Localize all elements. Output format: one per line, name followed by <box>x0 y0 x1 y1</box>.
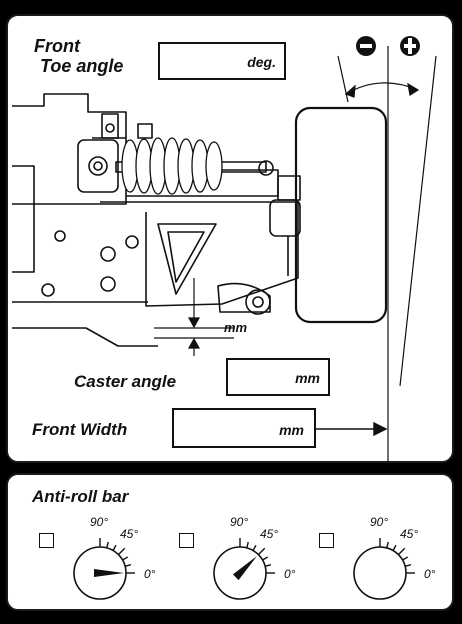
antiroll-title: Anti-roll bar <box>32 487 129 506</box>
dial-2-pointer <box>232 556 257 581</box>
dial-3-tick-60 <box>392 544 397 551</box>
toe-angle-field[interactable]: deg. <box>158 42 286 80</box>
dial2-tick-0: 0° <box>284 567 296 581</box>
dial1-tick-90: 90° <box>90 515 109 529</box>
dial-2-tick-45 <box>257 547 266 556</box>
setup-panel: Front Toe angle deg. mm Caster angle mm … <box>6 14 454 463</box>
dial-2-tick-60 <box>252 544 257 551</box>
dial-3-tick-30 <box>402 556 409 561</box>
gap-markers <box>154 278 234 356</box>
spring-coils <box>121 137 223 195</box>
dial-3-tick-15 <box>404 564 412 567</box>
dial-1-pointer <box>94 569 124 577</box>
toe-unit: deg. <box>247 54 276 70</box>
antiroll-dials <box>73 538 415 600</box>
toe-title-line2: Toe angle <box>40 56 124 76</box>
front-width-field[interactable]: mm <box>172 408 316 448</box>
dial-3-tick-75 <box>386 541 389 549</box>
dial3-tick-90: 90° <box>370 515 389 529</box>
toe-title-line1: Front <box>34 36 80 56</box>
suspension-diagram <box>12 36 437 462</box>
gap-unit: mm <box>224 320 248 335</box>
dial-2-tick-30 <box>262 556 269 561</box>
dial-3-circle <box>353 546 407 600</box>
dial2-tick-45: 45° <box>260 527 279 541</box>
dial-2-tick-15 <box>264 564 272 567</box>
antiroll-panel: Anti-roll bar 90° 45° 0° 90° 45° 0° 90° … <box>6 473 454 611</box>
caster-angle-field[interactable]: mm <box>226 358 330 396</box>
dial1-tick-0: 0° <box>144 567 156 581</box>
dial-1-tick-15 <box>124 564 132 567</box>
caster-label: Caster angle <box>74 372 177 391</box>
dial2-tick-90: 90° <box>230 515 249 529</box>
dial1-tick-45: 45° <box>120 527 139 541</box>
caster-unit: mm <box>295 370 320 386</box>
dial-2-tick-75 <box>246 541 249 549</box>
dial-1-tick-75 <box>106 541 109 549</box>
camber-line-positive <box>399 55 437 387</box>
camber-line-negative <box>337 55 349 103</box>
dial-1-tick-30 <box>122 556 129 561</box>
width-unit: mm <box>279 422 304 438</box>
width-label: Front Width <box>32 420 128 439</box>
dial-1-tick-45 <box>117 547 126 556</box>
antiroll-option-none-checkbox[interactable] <box>319 533 334 548</box>
antiroll-option-0-checkbox[interactable] <box>39 533 54 548</box>
camber-arc <box>345 82 419 95</box>
dial-1-tick-60 <box>112 544 117 551</box>
dial3-tick-45: 45° <box>400 527 419 541</box>
dial-3-tick-45 <box>397 547 406 556</box>
dial3-tick-0: 0° <box>424 567 436 581</box>
width-arrow <box>316 421 388 437</box>
antiroll-option-45-checkbox[interactable] <box>179 533 194 548</box>
